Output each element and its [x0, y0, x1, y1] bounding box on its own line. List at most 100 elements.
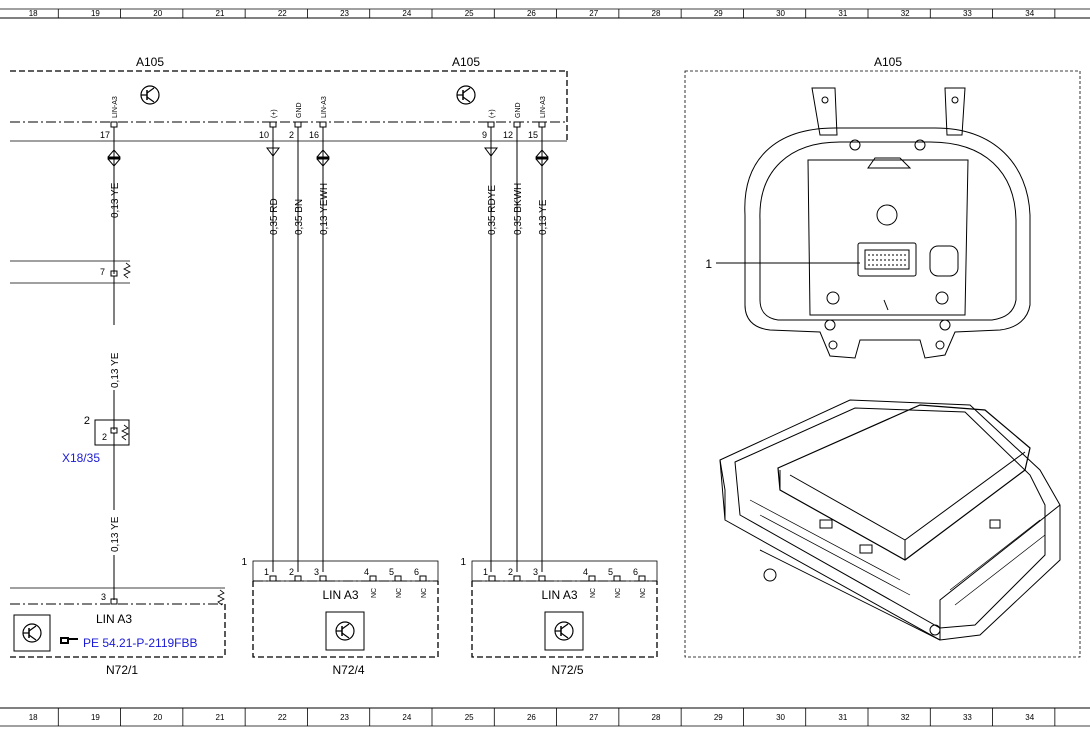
wire-label: 0,13 YE: [110, 352, 121, 388]
module-label-right: A105: [874, 55, 902, 69]
pin-number: 9: [482, 130, 487, 140]
component-label: N72/5: [551, 663, 583, 677]
x18-pin-outer: 2: [84, 415, 90, 427]
ruler-label: 29: [714, 713, 723, 722]
connector-pin: [588, 575, 596, 582]
ruler-label: 29: [714, 9, 723, 18]
ruler-label: 31: [838, 9, 847, 18]
transistor-icon: [140, 85, 160, 105]
connector-pin-number: 1: [264, 567, 269, 577]
pin-connector: [513, 121, 521, 128]
module-isometric-view: [719, 399, 1061, 641]
ruler-label: 25: [465, 713, 474, 722]
connector-pin: [538, 575, 546, 582]
component-bus-label: LIN A3: [322, 588, 358, 602]
ruler-label: 20: [153, 9, 162, 18]
supply-arrow: [484, 147, 498, 157]
connector-pin-number: 6: [414, 567, 419, 577]
n72-1-reference-link[interactable]: PE 54.21-P-2119FBB: [83, 636, 198, 650]
pointing-hand-icon: [60, 637, 78, 644]
ruler-label: 32: [901, 9, 910, 18]
ruler-label: 19: [91, 9, 100, 18]
pin-number: 16: [309, 130, 319, 140]
ruler-label: 21: [216, 713, 225, 722]
pin-connector: [319, 121, 327, 128]
ruler-label: 18: [29, 9, 38, 18]
ruler-label: 30: [776, 9, 785, 18]
ruler-label: 31: [838, 713, 847, 722]
pin-signal-label: GND: [296, 102, 303, 118]
connector-pin: [369, 575, 377, 582]
left-chain: 7 0,13 YE 2 2 X18/35 0,13 YE: [10, 225, 131, 600]
component-body: [252, 581, 439, 658]
nc-label: NC: [615, 588, 622, 598]
bus-symbol: [315, 149, 331, 167]
component-label: N72/4: [332, 663, 364, 677]
wire-label: 0,13 YE: [538, 199, 549, 235]
ruler-label: 22: [278, 713, 287, 722]
pin-signal-label: LIN-A3: [112, 96, 119, 118]
detail-callout: 1: [705, 257, 712, 271]
n72-1-pin: 3: [101, 592, 106, 602]
ruler-label: 32: [901, 713, 910, 722]
component-bus-label: LIN A3: [541, 588, 577, 602]
wire-label: 0,35 BKWH: [513, 183, 524, 235]
connector-pin: [394, 575, 402, 582]
ruler-label: 27: [589, 9, 598, 18]
connector-pin: [269, 575, 277, 582]
module-label-left: A105: [136, 55, 164, 69]
ruler-label: 19: [91, 713, 100, 722]
connector-pin: [613, 575, 621, 582]
n72-1-label: N72/1: [106, 663, 138, 677]
connector-pin: [488, 575, 496, 582]
transistor-frame: [325, 611, 365, 651]
connector-pin-number: 2: [508, 567, 513, 577]
ruler-label: 28: [652, 9, 661, 18]
module-a105: A105 A105: [10, 55, 568, 142]
x18-pin-inner: 2: [102, 432, 107, 442]
transistor-icon: [554, 621, 574, 641]
wire-label: 0,35 RD: [269, 198, 280, 235]
component-n72-1: 3 LIN A3 PE 54.21-P-2119FBB N72/1: [10, 587, 226, 677]
connector-pin-number: 2: [289, 567, 294, 577]
pin-connector: [487, 121, 495, 128]
n72-1-bus: LIN A3: [96, 612, 132, 626]
nc-label: NC: [396, 588, 403, 598]
pin-7-label: 7: [100, 267, 105, 277]
connector-corner-label: 1: [460, 557, 466, 568]
pin-number: 2: [289, 130, 294, 140]
ruler-label: 23: [340, 713, 349, 722]
pin-connector: [538, 121, 546, 128]
x18-label[interactable]: X18/35: [62, 451, 100, 465]
transistor-frame: [544, 611, 584, 651]
connector-pin: [513, 575, 521, 582]
pin-signal-label: LIN-A3: [540, 96, 547, 118]
connector-pin: [419, 575, 427, 582]
ruler-label: 33: [963, 713, 972, 722]
connector-pin: [294, 575, 302, 582]
bus-symbol: [534, 149, 550, 167]
component-body: [471, 581, 658, 658]
ruler-label: 34: [1025, 713, 1034, 722]
detail-panel: A105 1: [684, 55, 1081, 658]
pin-number: 17: [100, 130, 110, 140]
connector-pin-number: 4: [583, 567, 588, 577]
pin-signal-label: LIN-A3: [321, 96, 328, 118]
nc-label: NC: [421, 588, 428, 598]
connector-pin-number: 1: [483, 567, 488, 577]
ruler-label: 24: [402, 713, 411, 722]
transistor-icon: [456, 85, 476, 105]
pin-number: 12: [503, 130, 513, 140]
ruler-label: 30: [776, 713, 785, 722]
ruler-label: 26: [527, 713, 536, 722]
transistor-icon: [22, 623, 42, 643]
wire-label: 0,35 RDYE: [487, 185, 498, 235]
connector-pin: [638, 575, 646, 582]
ruler-label: 24: [402, 9, 411, 18]
pin-number: 15: [528, 130, 538, 140]
ruler-label: 25: [465, 9, 474, 18]
